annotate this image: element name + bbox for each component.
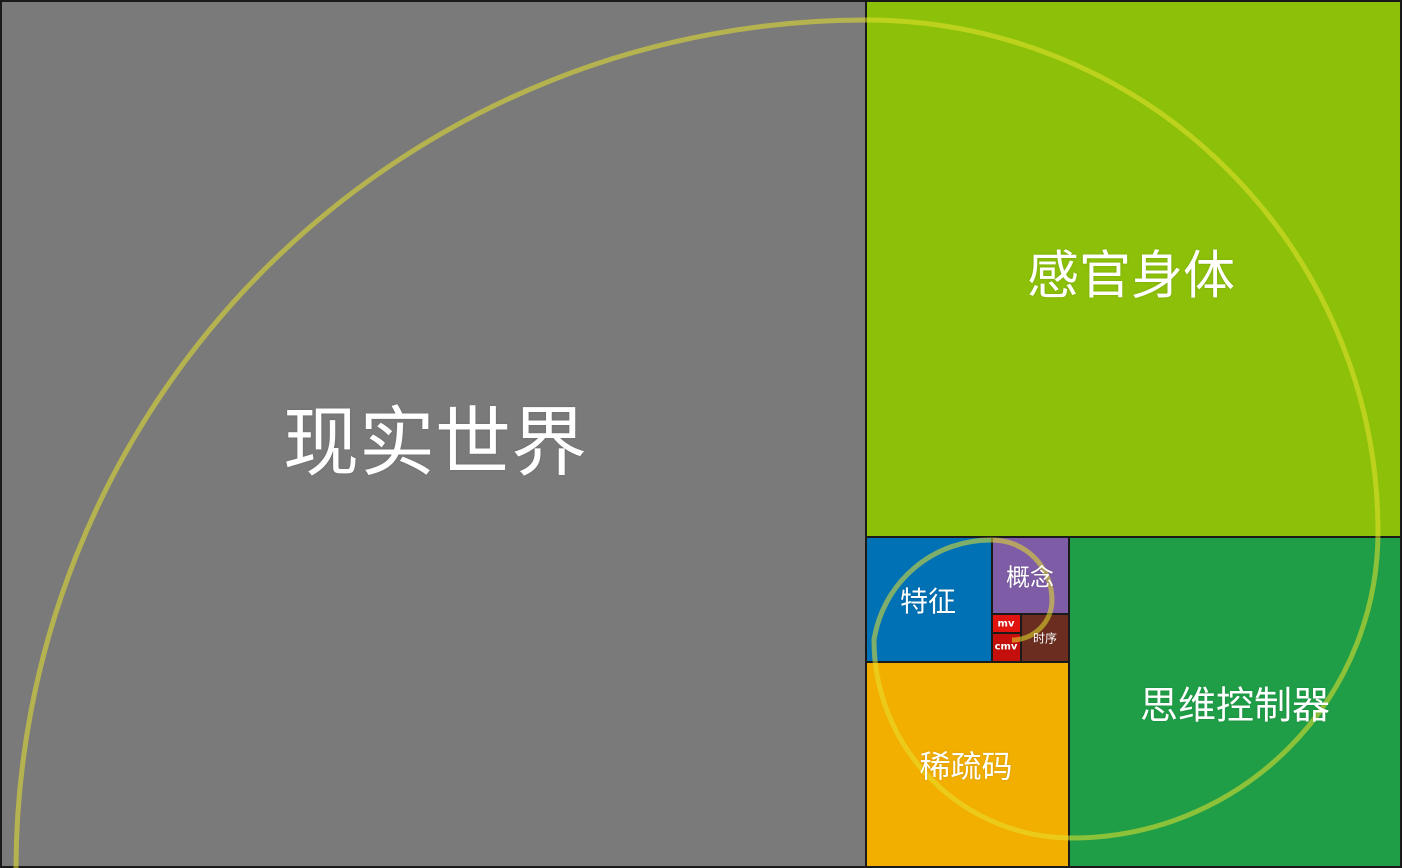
label-concept: 概念 bbox=[1006, 563, 1054, 592]
label-cmv: cmv bbox=[994, 641, 1018, 653]
label-real-world: 现实世界 bbox=[283, 398, 587, 487]
label-timing: 时序 bbox=[1032, 631, 1058, 646]
label-feature: 特征 bbox=[899, 585, 957, 618]
label-thought-controller: 思维控制器 bbox=[1139, 683, 1331, 728]
label-mv: mv bbox=[997, 618, 1015, 630]
label-senses-body: 感官身体 bbox=[1026, 246, 1236, 307]
label-sparse-code: 稀疏码 bbox=[919, 749, 1013, 786]
